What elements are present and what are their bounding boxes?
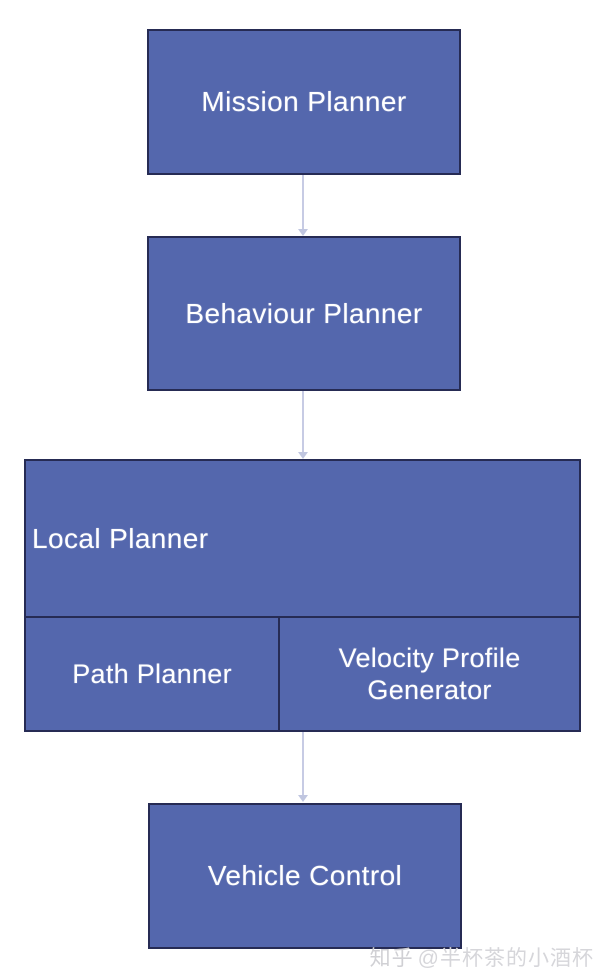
node-path-planner[interactable]: Path Planner [26,618,281,730]
node-vehicle-control-label: Vehicle Control [207,860,403,892]
node-vehicle-control[interactable]: Vehicle Control [148,803,462,949]
node-mission-planner-label: Mission Planner [201,86,407,118]
down-arrow-icon [298,795,308,802]
watermark-username: @半杯茶的小酒杯 [417,947,594,970]
connector-behaviour-to-local [297,391,309,461]
connector-line [302,391,304,454]
watermark-logo: 知乎 [369,947,414,970]
down-arrow-icon [298,229,308,236]
node-velocity-profile-generator[interactable]: Velocity Profile Generator [280,618,579,730]
node-mission-planner[interactable]: Mission Planner [147,29,461,175]
connector-mission-to-behaviour [297,175,309,237]
node-behaviour-planner[interactable]: Behaviour Planner [147,236,461,391]
local-planner-subnode-row: Path Planner Velocity Profile Generator [26,618,579,730]
node-path-planner-label: Path Planner [72,658,232,689]
node-local-planner-label: Local Planner [32,522,209,554]
connector-line [302,732,304,797]
node-local-planner[interactable]: Local Planner Path Planner Velocity Prof… [24,459,581,732]
connector-line [302,175,304,231]
node-behaviour-planner-label: Behaviour Planner [185,297,423,329]
down-arrow-icon [298,452,308,459]
connector-local-to-vehicle [297,732,309,804]
node-local-planner-header: Local Planner [26,461,579,618]
node-velocity-profile-generator-label: Velocity Profile Generator [338,642,521,705]
watermark: 知乎 @半杯茶的小酒杯 [370,942,594,972]
